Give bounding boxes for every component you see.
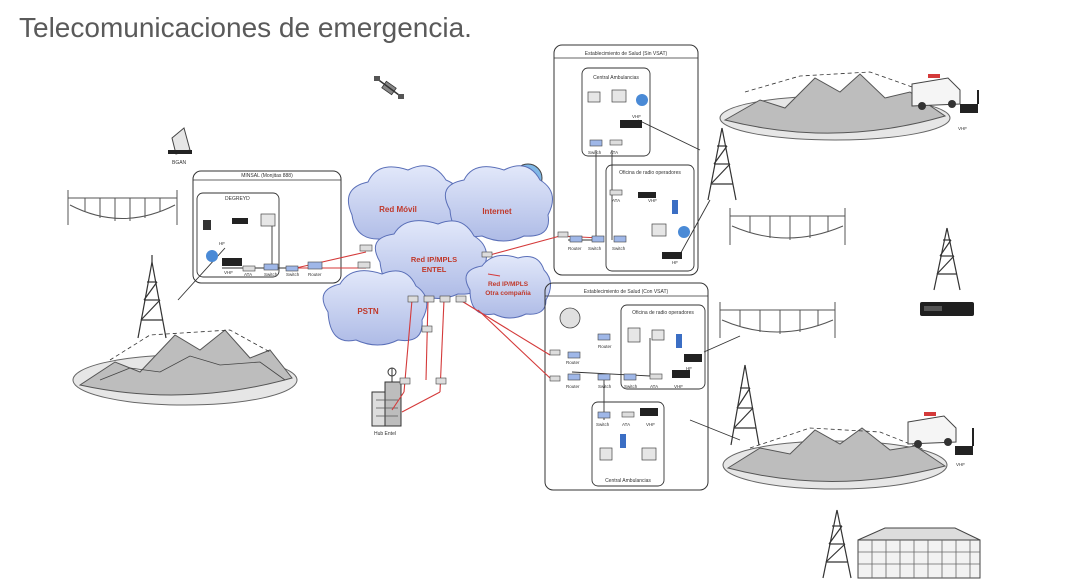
radio-tower-right-mid bbox=[933, 227, 961, 291]
label-hf-vsat: HF bbox=[686, 366, 692, 371]
radio-transceiver-icon bbox=[920, 302, 974, 316]
label-router-sin-vsat: Router bbox=[568, 246, 582, 251]
central-amb-top-title: Central Ambulancias bbox=[593, 75, 639, 81]
label-vhf-minsal: VHF bbox=[224, 270, 233, 275]
label-vhf-oficina-top: VHF bbox=[648, 198, 657, 203]
mountain-terrain-top-right bbox=[719, 71, 951, 141]
device-labels: HF VHF ATA Switch Switch Router VHF Swit… bbox=[219, 114, 967, 467]
red-network-links bbox=[295, 235, 601, 413]
label-switch2-vsat: Switch bbox=[624, 384, 638, 389]
label-vhf-central-bottom: VHF bbox=[646, 422, 655, 427]
label-vhf-ambulance-top: VHF bbox=[958, 126, 967, 131]
hub-entel-building bbox=[371, 367, 402, 427]
label-router3-vsat: Router bbox=[566, 384, 580, 389]
label-switch-central-top: Switch bbox=[588, 150, 602, 155]
label-switch-central-bottom: Switch bbox=[596, 422, 610, 427]
minsal-box-title: MINSAL (Monjitas 888) bbox=[241, 173, 293, 179]
label-hf-minsal: HF bbox=[219, 241, 225, 246]
radio-tower-bottom bbox=[822, 509, 852, 579]
label-switch2-sin-vsat: Switch bbox=[612, 246, 626, 251]
label-hf-oficina-top: HF bbox=[672, 260, 678, 265]
estab-con-vsat-box bbox=[544, 282, 709, 491]
cloud-internet bbox=[444, 165, 553, 242]
device-icons bbox=[203, 89, 702, 461]
hf-antenna-right-bottom bbox=[719, 302, 836, 338]
oficina-radio-bottom-title: Oficina de radio operadores bbox=[632, 310, 694, 316]
label-router-vsat: Router bbox=[598, 344, 612, 349]
radio-tower-bottom-mid bbox=[730, 364, 760, 446]
mountain-terrain-bottom-right bbox=[722, 427, 948, 490]
label-router2-vsat: Router bbox=[566, 360, 580, 365]
oficina-radio-top-title: Oficina de radio operadores bbox=[619, 170, 681, 176]
hospital-building bbox=[857, 527, 981, 579]
radio-tower-left bbox=[137, 255, 167, 339]
hub-entel-label: Hub Entel bbox=[374, 431, 396, 437]
label-switch2-minsal: Switch bbox=[286, 272, 300, 277]
label-switch-vsat: Switch bbox=[598, 384, 612, 389]
radio-tower-top-right bbox=[707, 127, 737, 201]
central-amb-bottom-title: Central Ambulancias bbox=[605, 478, 651, 484]
minsal-box bbox=[192, 170, 342, 284]
cloud-pstn-label: PSTN bbox=[357, 307, 379, 316]
estab-sin-vsat-box bbox=[553, 44, 699, 276]
ambulance-icon-bottom bbox=[907, 412, 974, 455]
degreyd-box-title: DEGREYD bbox=[225, 196, 250, 202]
estab-sin-vsat-title: Establecimiento de Salud (Sin VSAT) bbox=[585, 51, 668, 57]
mountain-terrain-left bbox=[72, 329, 298, 406]
cloud-mpls-otra-label-1: Red IP/MPLS bbox=[488, 281, 529, 288]
label-ata-minsal: ATA bbox=[244, 272, 252, 277]
cloud-internet-label: Internet bbox=[482, 207, 512, 216]
label-router-minsal: Router bbox=[308, 272, 322, 277]
label-ata-central-bottom: ATA bbox=[622, 422, 630, 427]
label-ata-oficina-top: ATA bbox=[612, 198, 620, 203]
cloud-mpls-entel-label-1: Red IP/MPLS bbox=[411, 255, 457, 264]
label-ata-central-top: ATA bbox=[610, 150, 618, 155]
slide-title: Telecomunicaciones de emergencia. bbox=[19, 12, 472, 43]
cloud-mpls-otra-label-2: Otra compañía bbox=[485, 290, 531, 297]
hf-antenna-left bbox=[67, 190, 178, 225]
bgan-label: BGAN bbox=[172, 160, 187, 166]
label-switch-sin-vsat: Switch bbox=[588, 246, 602, 251]
label-vhf-vsat: VHF bbox=[674, 384, 683, 389]
estab-con-vsat-title: Establecimiento de Salud (Con VSAT) bbox=[584, 289, 669, 295]
label-ata-vsat: ATA bbox=[650, 384, 658, 389]
ambulance-icon-top bbox=[911, 74, 979, 113]
cloud-mpls-entel-label-2: ENTEL bbox=[422, 265, 447, 274]
cloud-red-movil-label: Red Móvil bbox=[379, 205, 417, 214]
label-switch-minsal: Switch bbox=[264, 272, 278, 277]
hf-antenna-right-top bbox=[729, 208, 846, 245]
label-vhf-ambulance-bottom: VHF bbox=[956, 462, 965, 467]
bgan-terminal-icon bbox=[168, 127, 192, 155]
label-vhf-central-top: VHF bbox=[632, 114, 641, 119]
satellite-icon bbox=[374, 76, 404, 99]
